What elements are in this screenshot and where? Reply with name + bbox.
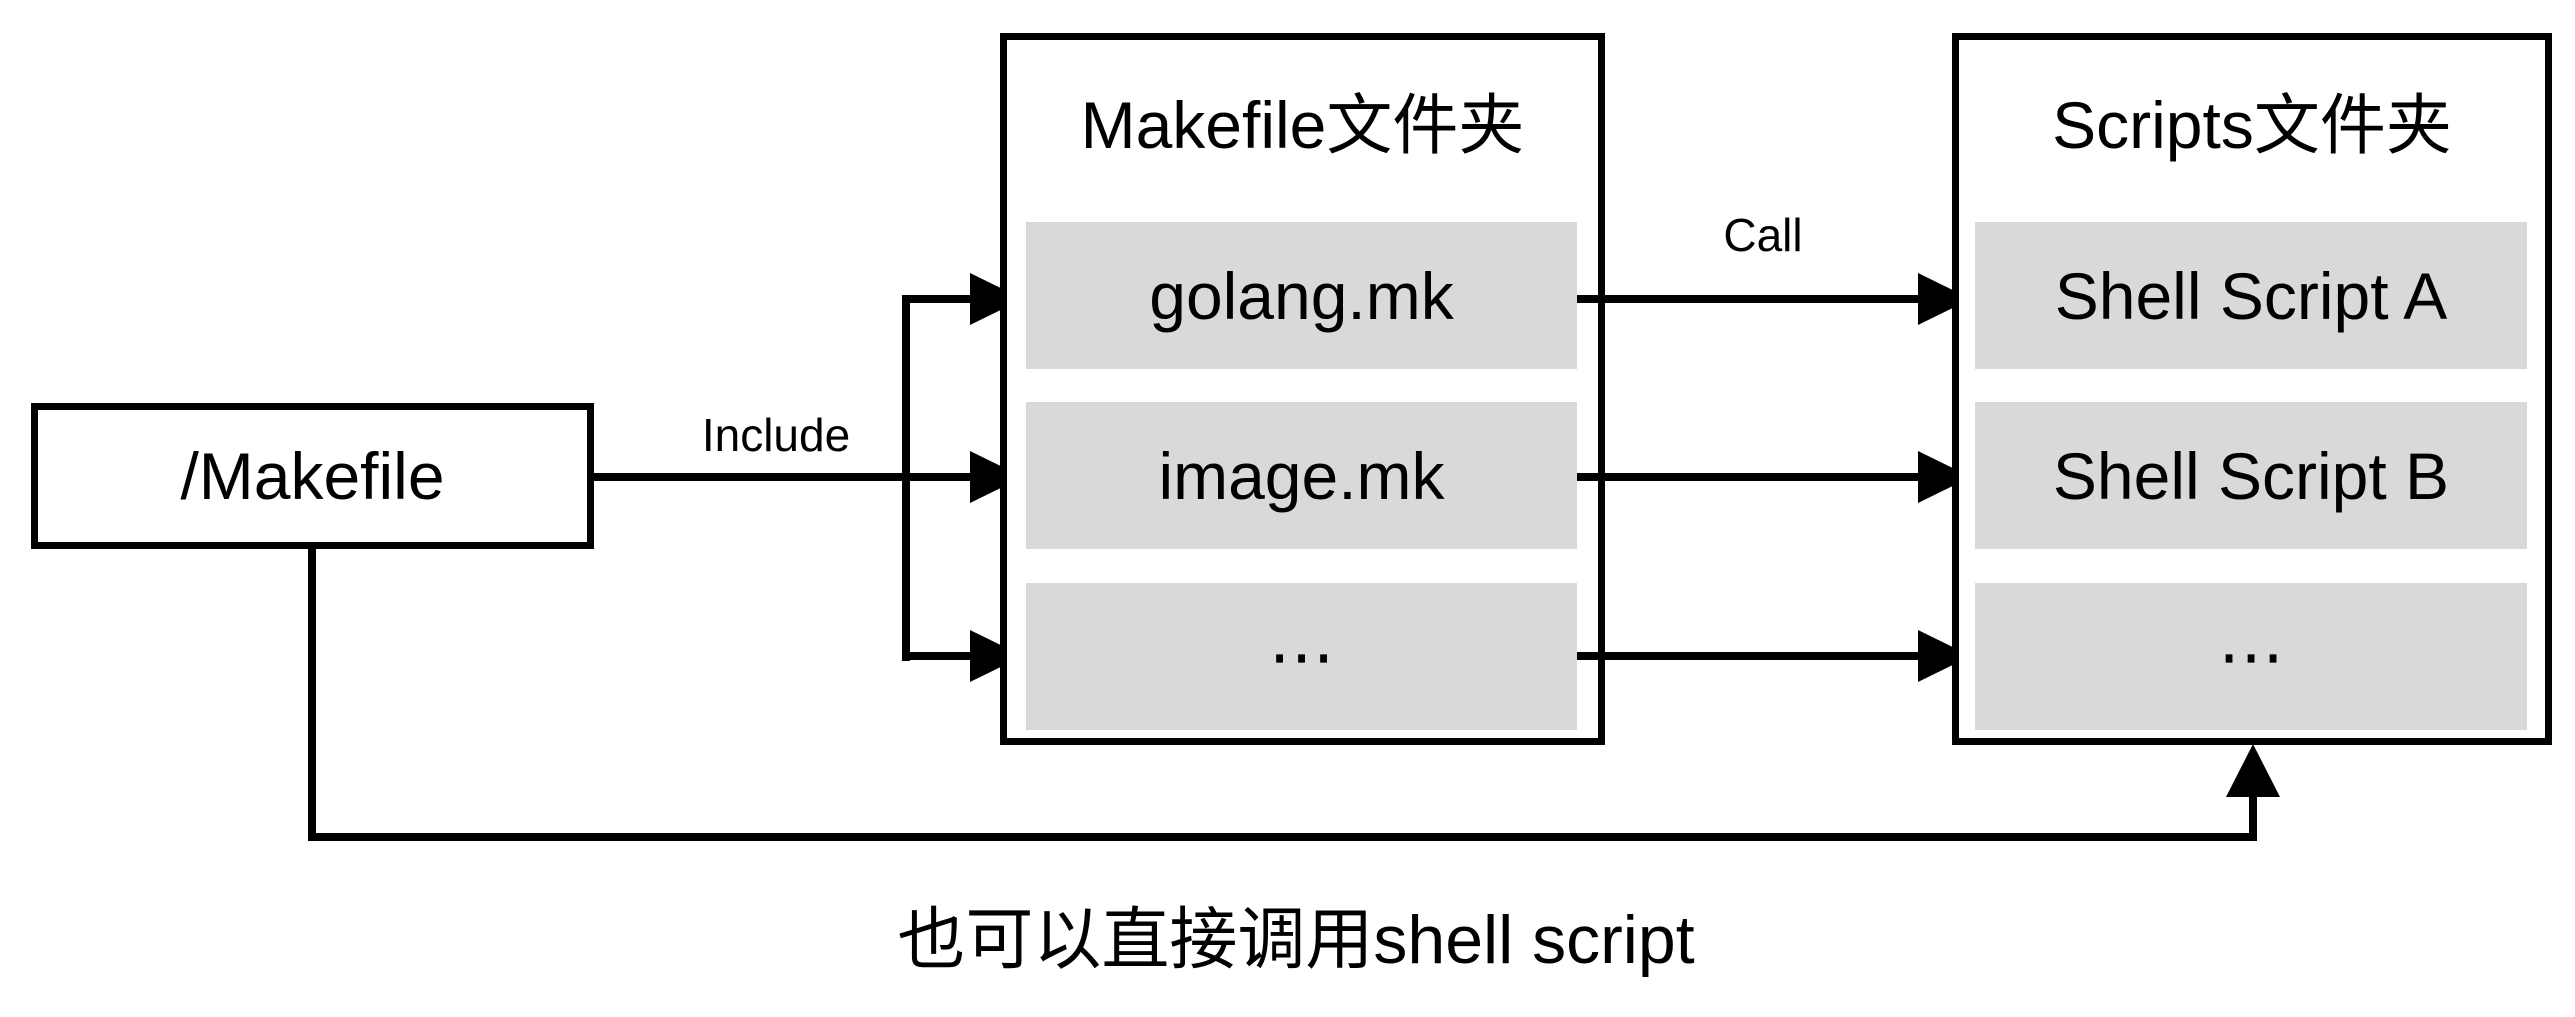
makefile-folder-title: Makefile文件夹 (1080, 88, 1525, 162)
direct-call-edge-up-line (2249, 793, 2257, 841)
folder-item-shell-script-b: Shell Script B (1975, 402, 2527, 549)
include-edge-label: Include (701, 409, 851, 461)
folder-item-golang-mk: golang.mk (1026, 222, 1577, 369)
include-branch-vertical-line (902, 295, 910, 661)
call-edge-line-a (1577, 295, 1935, 303)
scripts-folder-box: Scripts文件夹 Shell Script A Shell Script B… (1952, 33, 2552, 745)
call-edge-line-b (1577, 473, 1935, 481)
folder-item-shell-script-a: Shell Script A (1975, 222, 2527, 369)
root-makefile-label: /Makefile (180, 439, 445, 513)
scripts-folder-title: Scripts文件夹 (2052, 88, 2452, 162)
include-branch-bottom-line (902, 652, 986, 660)
folder-item-makefile-more: ⋯ (1026, 583, 1577, 730)
include-branch-top-line (902, 295, 986, 303)
direct-call-edge-bottom-line (308, 833, 2257, 841)
root-makefile-box: /Makefile (31, 403, 594, 549)
direct-call-edge-down-line (308, 549, 316, 841)
makefile-folder-box: Makefile文件夹 golang.mk image.mk ⋯ (1000, 33, 1605, 745)
folder-item-image-mk: image.mk (1026, 402, 1577, 549)
diagram-caption: 也可以直接调用shell script (897, 902, 1695, 978)
include-edge-line (594, 473, 986, 481)
call-edge-line-more (1577, 652, 1935, 660)
direct-call-arrowhead-up-icon (2226, 744, 2280, 797)
call-edge-label: Call (1723, 209, 1803, 261)
folder-item-scripts-more: ⋯ (1975, 583, 2527, 730)
